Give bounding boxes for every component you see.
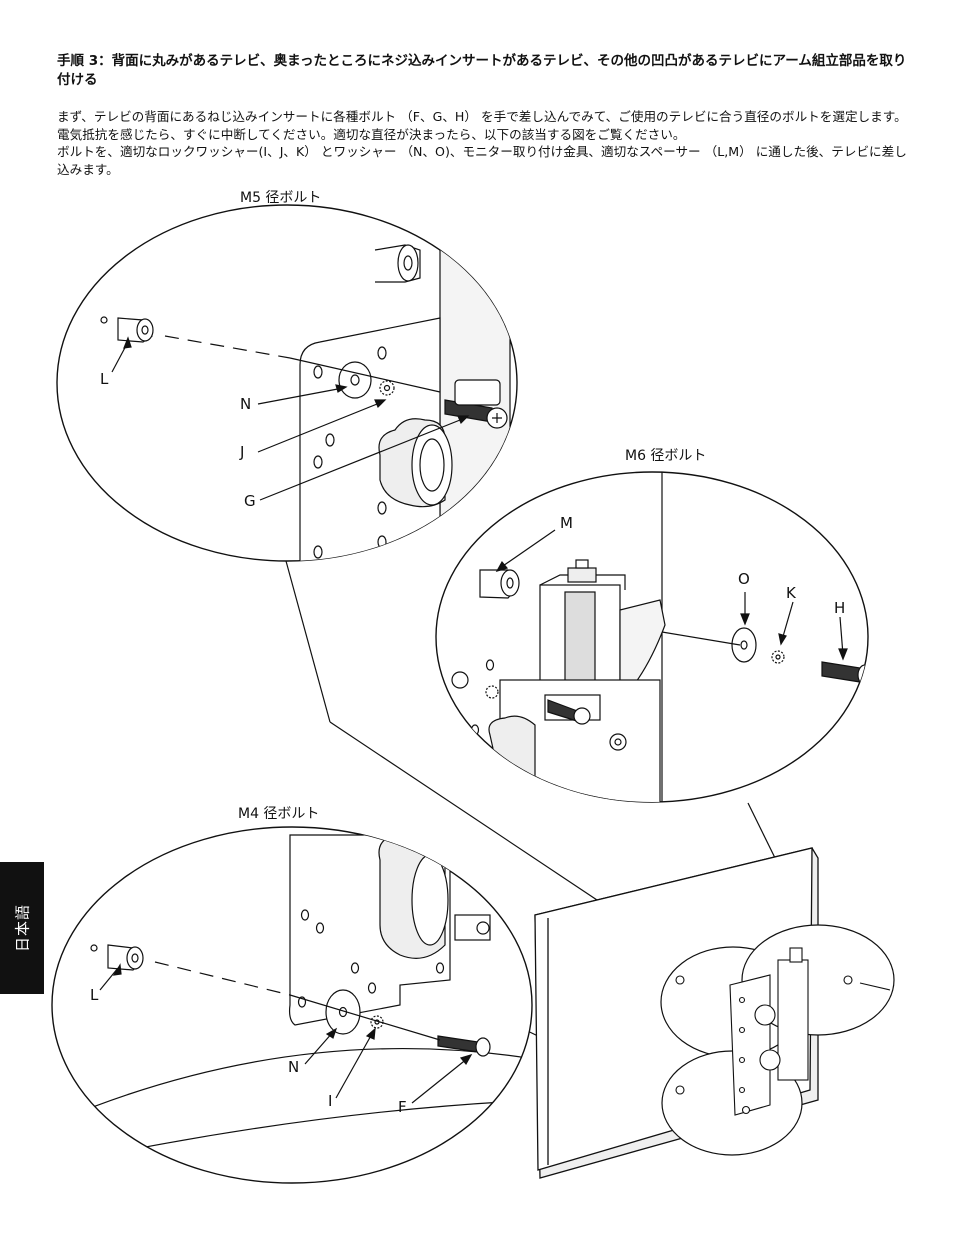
- language-tab: 日本語: [0, 862, 44, 994]
- label-m6-K: K: [786, 584, 797, 602]
- instruction-paragraph-2: ボルトを、適切なロックワッシャー(I、J、K） とワッシャー （N、O)、モニタ…: [57, 144, 907, 177]
- label-m4-N: N: [288, 1058, 299, 1076]
- instruction-paragraph-1: まず、テレビの背面にあるねじ込みインサートに各種ボルト （F、G、H） を手で差…: [57, 109, 907, 142]
- label-m4-I: I: [328, 1092, 332, 1110]
- language-tab-label: 日本語: [13, 903, 32, 953]
- label-m6-M: M: [560, 514, 573, 532]
- instruction-text: まず、テレビの背面にあるねじ込みインサートに各種ボルト （F、G、H） を手で差…: [57, 108, 907, 178]
- label-m5-J: J: [239, 443, 244, 461]
- label-m6-O: O: [738, 570, 750, 588]
- m5-caption: M5 径ボルト: [240, 190, 322, 206]
- label-m4-F: F: [398, 1098, 407, 1116]
- step-heading: 手順 3：背面に丸みがあるテレビ、奥まったところにネジ込みインサートがあるテレビ…: [57, 53, 907, 88]
- m6-caption: M6 径ボルト: [625, 448, 707, 464]
- label-m5-G: G: [244, 492, 256, 510]
- label-m4-L: L: [90, 986, 99, 1004]
- m4-caption: M4 径ボルト: [238, 806, 320, 822]
- m4-detail: [59, 829, 532, 1161]
- tv-bracket: [675, 947, 891, 1116]
- label-m5-N: N: [240, 395, 251, 413]
- label-m6-H: H: [834, 599, 845, 617]
- label-m5-L: L: [100, 370, 109, 388]
